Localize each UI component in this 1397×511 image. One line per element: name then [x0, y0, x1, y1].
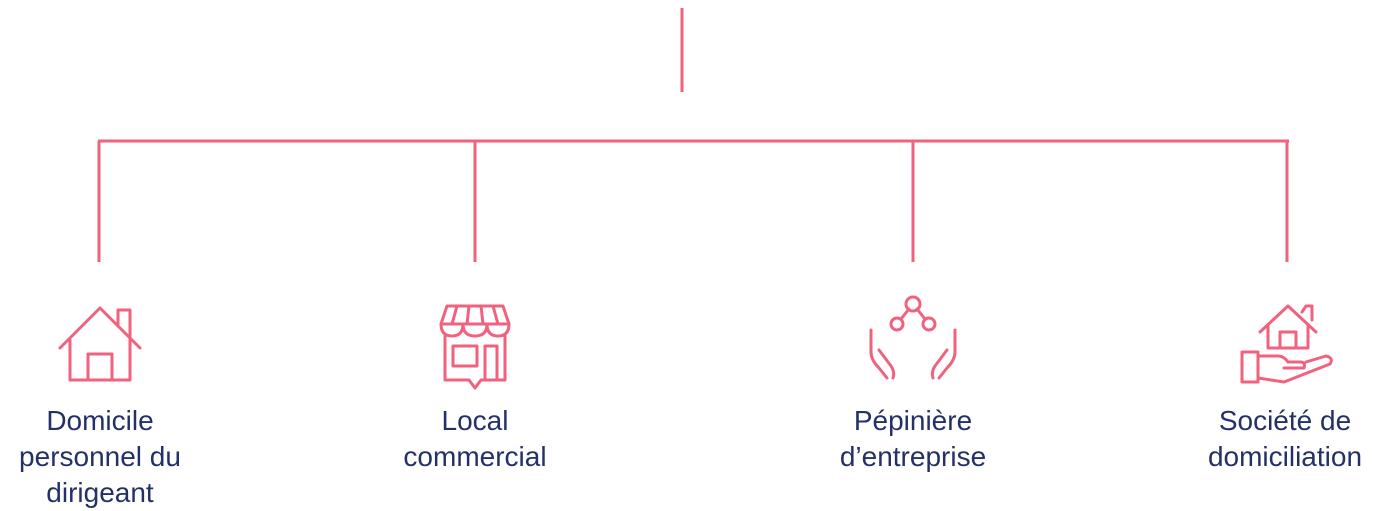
option-label-domicile: Domicile personnel du dirigeant [19, 405, 181, 508]
house-icon [52, 296, 148, 392]
option-label-societe: Société de domiciliation [1207, 405, 1363, 472]
house-in-hand-icon [1240, 296, 1336, 392]
storefront-icon [427, 296, 523, 392]
nurturing-hands-icon [865, 295, 961, 392]
option-label-pepiniere: Pépinière d’entreprise [839, 405, 987, 472]
option-label-local: Local commercial [403, 405, 547, 472]
